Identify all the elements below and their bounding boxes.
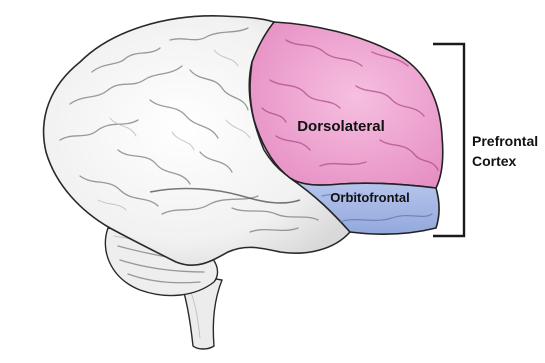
label-orbitofrontal: Orbitofrontal — [330, 190, 409, 205]
label-prefrontal-line2: Cortex — [472, 153, 517, 169]
dorsolateral-region — [250, 22, 443, 188]
label-prefrontal-line1: Prefrontal — [472, 133, 538, 149]
label-dorsolateral: Dorsolateral — [297, 118, 385, 135]
